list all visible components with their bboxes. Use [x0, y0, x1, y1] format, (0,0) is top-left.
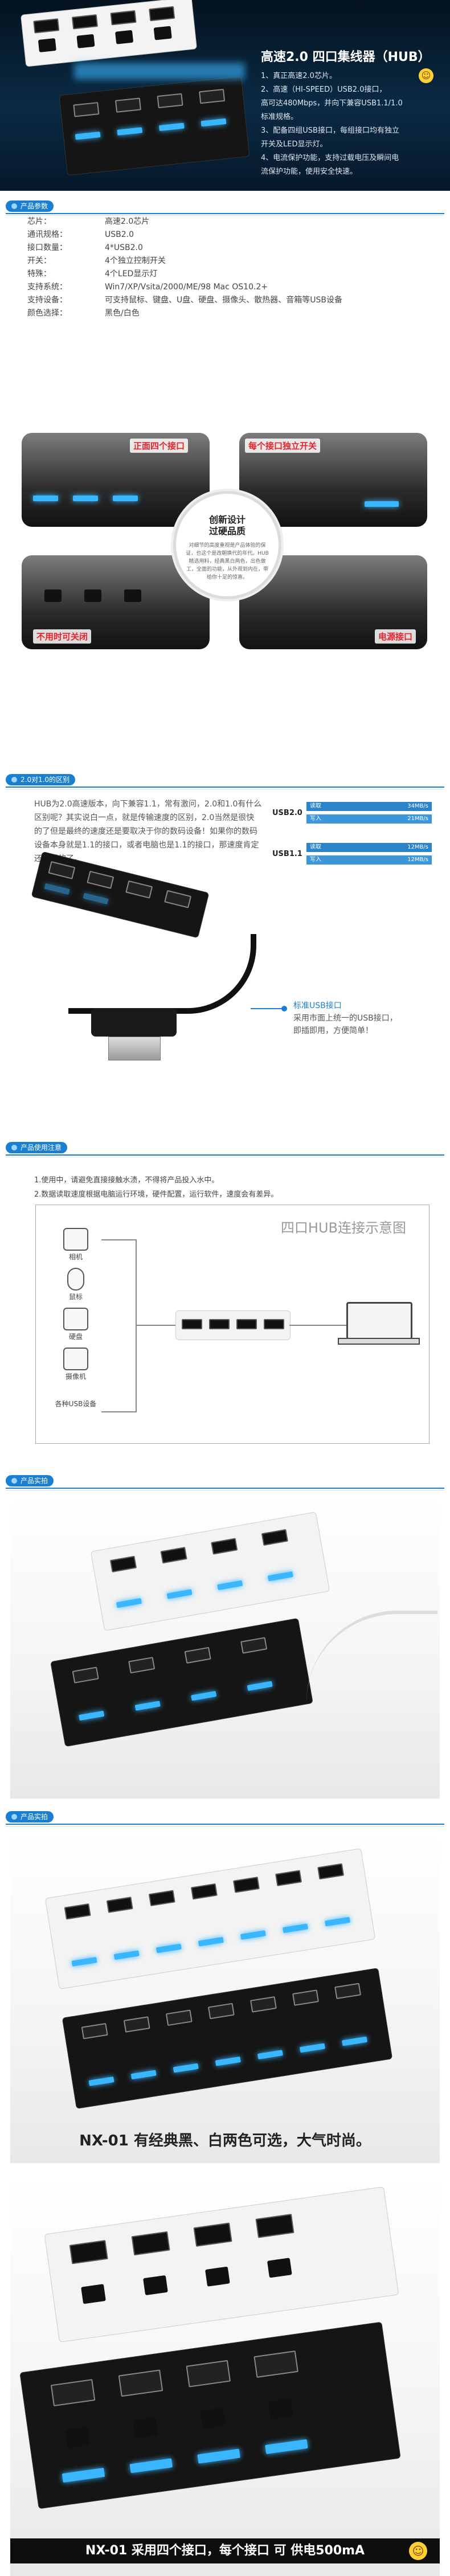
hero-point: 4、电流保护功能，支持过载电压及瞬间电 — [261, 154, 399, 162]
hero-point: 1、真正高速2.0芯片。 — [261, 72, 337, 80]
hero-title: 高速2.0 四口集线器（HUB） — [261, 50, 431, 64]
feature-label: 每个接口独立开关 — [245, 439, 321, 453]
usb20-label: USB2.0 — [272, 809, 302, 817]
section-header-usage: 产品使用注意 — [0, 1138, 450, 1157]
section-bullet-icon — [11, 1145, 17, 1150]
section-bullet-icon — [11, 203, 17, 209]
feature-label: 不用时可关闭 — [33, 629, 92, 644]
param-row: 开关：4个独立控制开关 — [27, 256, 166, 265]
param-row: 支持系统：Win7/XP/Vsita/2000/ME/98 Mac OS10.2… — [27, 282, 268, 292]
device-disk: 硬盘 — [59, 1308, 93, 1341]
device-other: 各种USB设备 — [55, 1400, 97, 1408]
device-mouse: 鼠标 — [59, 1268, 93, 1301]
section-title: 2.0对1.0的区别 — [21, 776, 70, 784]
badge-title: 创新设计过硬品质 — [208, 514, 246, 537]
callout-line — [251, 1008, 285, 1009]
smile-icon: ☺ — [409, 2542, 427, 2560]
section-header-photo-2: 产品实拍 — [0, 1807, 450, 1826]
hero-blue-glow — [74, 63, 245, 80]
laptop-base — [338, 1338, 420, 1345]
photo-caption-bar: NX-01 采用四个接口，每个接口 可 供电500mA — [10, 2538, 440, 2563]
param-row: 通讯规格：USB2.0 — [27, 230, 134, 239]
usage-notes: 1.使用中，请避免直接接触水渍，不得将产品投入水中。 2.数据读取速度根据电脑运… — [34, 1173, 278, 1202]
device-camera: 相机 — [59, 1228, 93, 1262]
white-hub-image — [21, 0, 197, 67]
usage-line: 1.使用中，请避免直接接触水渍，不得将产品投入水中。 — [34, 1176, 219, 1185]
connection-diagram: 四口HUB连接示意图 相机 鼠标 硬盘 摄像机 各种USB设备 — [35, 1205, 429, 1444]
param-row: 特殊：4个LED显示灯 — [27, 269, 158, 279]
camcorder-icon — [63, 1348, 88, 1370]
section-title: 产品实拍 — [21, 1477, 48, 1485]
usb-plug-metal — [108, 1037, 161, 1060]
callout-dot — [281, 1006, 287, 1011]
section-title: 产品实拍 — [21, 1813, 48, 1821]
note-line: 采用市面上统一的USB接口， — [293, 1014, 398, 1023]
smile-icon: ☺ — [419, 68, 433, 83]
param-row: 颜色选择：黑色/白色 — [27, 309, 140, 318]
hero-point: 标准规格。 — [261, 113, 298, 121]
camera-icon — [63, 1228, 88, 1251]
params-list: 芯片：高速2.0芯片 通讯规格：USB2.0 接口数量：4*USB2.0 开关：… — [27, 215, 342, 320]
param-row: 支持设备：可支持鼠标、键盘、U盘、硬盘、摄像头、散热器、音箱等USB设备 — [27, 296, 342, 305]
badge-text: 对细节的高度重视是产品体验的保证，也这个是改朝换代的年代。HUB精选用料，经典黑… — [186, 543, 269, 580]
usb-plug-image — [91, 1008, 177, 1037]
usb11-label: USB1.1 — [272, 850, 302, 858]
design-quality-badge: 创新设计过硬品质 对细节的高度重视是产品体验的保证，也这个是改朝换代的年代。HU… — [173, 491, 281, 599]
note-line: 即插即用，方便简单！ — [293, 1026, 373, 1035]
device-camcorder: 摄像机 — [59, 1348, 93, 1381]
compare-description: HUB为2.0高速版本，向下兼容1.1，常有激问，2.0和1.0有什么区别呢？其… — [34, 800, 262, 863]
mouse-icon — [67, 1268, 84, 1291]
hero-point: 流保护功能，使用安全快速。 — [261, 167, 358, 176]
hero-point: 2、高速（HI-SPEED）USB2.0接口， — [261, 85, 387, 94]
section-header-photo-1: 产品实拍 — [0, 1471, 450, 1490]
param-row: 接口数量：4*USB2.0 — [27, 243, 143, 252]
diagram-bracket — [101, 1239, 137, 1412]
product-photo-2: NX-01 有经典黑、白两色可选，大气时尚。 — [10, 1833, 440, 2163]
section-bullet-icon — [11, 777, 17, 783]
laptop-icon — [346, 1302, 412, 1340]
product-photo-1 — [10, 1497, 440, 1799]
note-title: 标准USB接口 — [293, 1001, 342, 1010]
hero-banner: 高速2.0 四口集线器（HUB） 1、真正高速2.0芯片。 2、高速（HI-SP… — [0, 0, 450, 191]
section-title: 产品参数 — [21, 202, 48, 210]
diagram-hub — [175, 1310, 291, 1340]
hero-point: 开关及LED显示灯。 — [261, 140, 328, 149]
hero-point: 高可达480Mbps，并向下兼容USB1.1/1.0 — [261, 99, 403, 108]
section-header-compare: 2.0对1.0的区别 — [0, 770, 450, 789]
usage-line: 2.数据读取速度根据电脑运行环境，硬件配置，运行软件，速度会有差异。 — [34, 1190, 279, 1199]
section-bullet-icon — [11, 1814, 17, 1820]
hero-description: 1、真正高速2.0芯片。 2、高速（HI-SPEED）USB2.0接口， 高可达… — [261, 69, 443, 179]
diagram-cable — [289, 1325, 346, 1326]
diagram-title: 四口HUB连接示意图 — [280, 1220, 406, 1236]
photo-caption: NX-01 有经典黑、白两色可选，大气时尚。 — [79, 2132, 371, 2149]
feature-label: 电源接口 — [375, 629, 416, 644]
section-bullet-icon — [11, 1478, 17, 1484]
feature-montage: 正面四个接口 每个接口独立开关 不用时可关闭 电源接口 创新设计过硬品质 对细节… — [22, 433, 427, 649]
black-hub-image — [59, 76, 250, 176]
feature-label: 正面四个接口 — [130, 439, 189, 453]
hero-point: 3、配备四组USB接口，每组接口均有独立 — [261, 126, 399, 135]
product-photo-3: NX-01 采用四个接口，每个接口 可 供电500mA ☺ — [10, 2176, 440, 2576]
param-row: 芯片：高速2.0芯片 — [27, 217, 150, 226]
section-title: 产品使用注意 — [21, 1144, 62, 1152]
usb-cable — [68, 934, 256, 1014]
section-header-params: 产品参数 — [0, 196, 450, 216]
feature-switch-off — [22, 555, 210, 649]
disk-icon — [63, 1308, 88, 1330]
usb-standard-note: 标准USB接口 采用市面上统一的USB接口， 即插即用，方便简单！ — [293, 1000, 398, 1037]
diagram-connector — [136, 1325, 175, 1326]
